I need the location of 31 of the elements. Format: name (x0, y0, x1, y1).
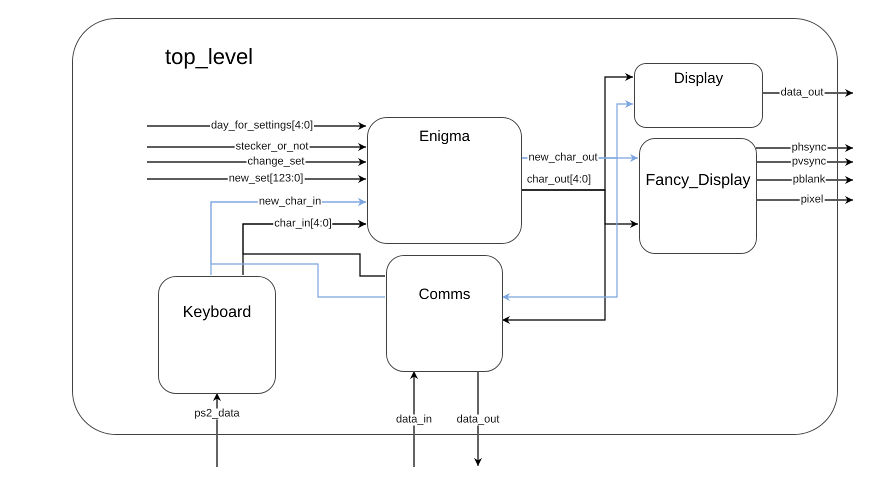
module-name: Enigma (419, 128, 470, 147)
edge-label: pixel (800, 194, 824, 206)
module-box (634, 63, 763, 128)
edge-label: phsync (790, 142, 828, 154)
module-box (367, 117, 522, 244)
edge-label: new_char_out (527, 152, 599, 164)
module-name: top_level (165, 43, 254, 70)
edge-label: char_in[4:0] (273, 218, 333, 230)
edge-label: change_set (246, 156, 306, 168)
module-name: Display (674, 70, 724, 89)
edge-label: day_for_settings[4:0] (210, 120, 314, 132)
signal-arrow (502, 189, 606, 324)
module-name: Keyboard (182, 303, 252, 323)
edge-label: pblank (792, 174, 826, 186)
signal-arrow (410, 371, 418, 467)
edge-label: stecker_or_not (234, 142, 310, 152)
edge-label: new_set[123:0] (228, 174, 304, 184)
edge-label: ps2_data (193, 408, 241, 420)
edge-label: data_out (780, 88, 824, 98)
module-name: Fancy_Display (646, 171, 750, 191)
edge-label: data_out (456, 414, 500, 426)
edge-label: new_char_in (258, 196, 322, 208)
module-name: Comms (418, 286, 470, 305)
signal-arrow (474, 371, 482, 466)
edge-label: data_in (394, 414, 434, 426)
module-box (386, 255, 503, 372)
module-box (158, 276, 276, 394)
edge-label: pvsync (790, 156, 828, 168)
edge-label: char_out[4:0] (526, 174, 592, 186)
signal-arrow (213, 393, 221, 467)
module-box (639, 138, 757, 254)
